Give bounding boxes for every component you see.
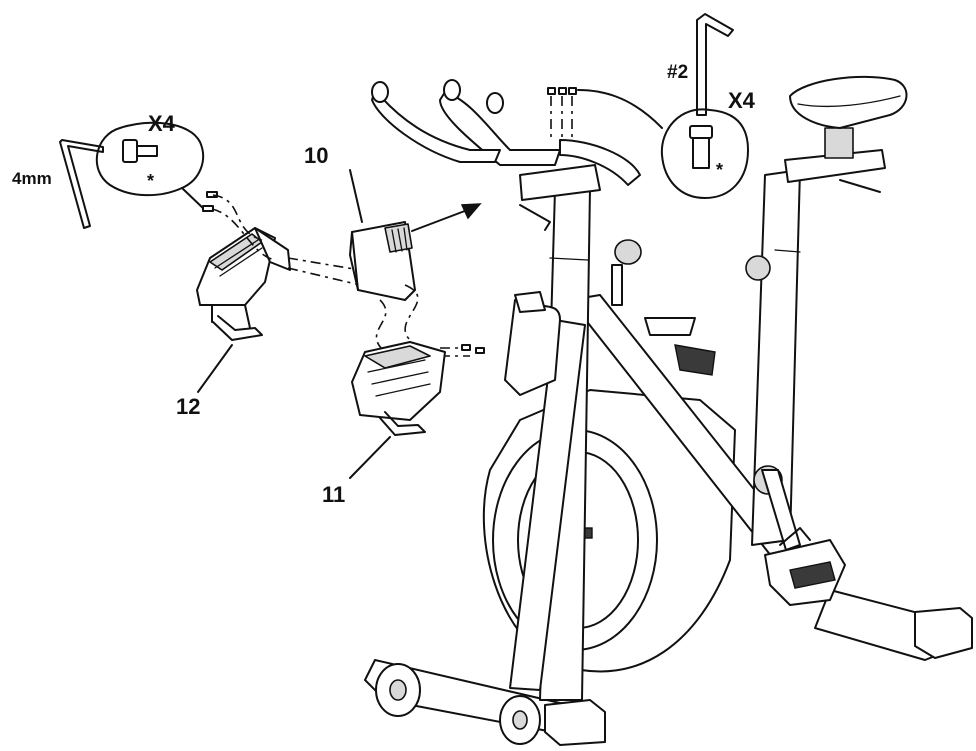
seat-post bbox=[824, 127, 854, 159]
leader-12 bbox=[197, 344, 233, 393]
part-11-cradle bbox=[351, 341, 446, 436]
front-post-ring bbox=[549, 257, 589, 261]
callout-pointer bbox=[181, 187, 206, 211]
bottle-holder bbox=[644, 317, 696, 336]
part-10-label: 10 bbox=[304, 143, 328, 168]
screw-icon bbox=[689, 125, 713, 169]
leader-10 bbox=[349, 169, 363, 223]
resistance-knob-icon bbox=[611, 239, 642, 306]
handlebar-lever bbox=[519, 204, 551, 231]
right-quantity-label: X4 bbox=[728, 88, 756, 113]
part-12-cradle bbox=[196, 227, 291, 341]
handlebar-outer bbox=[371, 89, 501, 163]
seat-lever bbox=[839, 179, 881, 193]
left-quantity-label: X4 bbox=[148, 111, 176, 136]
crank-arm bbox=[753, 465, 801, 551]
hex-key-icon bbox=[59, 139, 104, 229]
saddle-seam bbox=[797, 95, 901, 108]
leader-11 bbox=[349, 436, 391, 479]
part-11-label: 11 bbox=[322, 482, 345, 507]
handlebar-left bbox=[439, 91, 561, 166]
seat-knob-icon bbox=[745, 255, 771, 281]
seat-tube-ring bbox=[774, 249, 801, 253]
handlebar-end-cap bbox=[486, 92, 504, 114]
bracket-bolts-right bbox=[461, 344, 485, 354]
exercise-bike bbox=[364, 75, 973, 746]
left-asterisk-label: * bbox=[147, 171, 154, 191]
assembly-path-12a bbox=[212, 194, 263, 241]
part-12-label: 12 bbox=[176, 394, 200, 419]
part-10-bracket bbox=[349, 221, 416, 301]
rear-foot-cap bbox=[914, 607, 973, 659]
saddle bbox=[789, 75, 908, 129]
allen-key-icon bbox=[696, 13, 734, 116]
handlebar-end-cap bbox=[443, 79, 461, 101]
front-foot-cap bbox=[544, 699, 606, 746]
brake-block bbox=[674, 344, 716, 376]
transport-wheel-right bbox=[499, 695, 541, 745]
handlebar-screws bbox=[547, 87, 577, 140]
left-bolt-callout: 4mm X4 * bbox=[12, 111, 206, 229]
front-fork bbox=[509, 319, 586, 691]
assembly-path-12b bbox=[211, 208, 276, 261]
assembly-path-11b bbox=[375, 299, 387, 353]
tool-number-label: #2 bbox=[667, 62, 688, 83]
handlebar-right bbox=[559, 139, 641, 186]
bolt-icon bbox=[122, 139, 158, 163]
front-housing bbox=[504, 299, 561, 396]
right-asterisk-label: * bbox=[716, 160, 723, 180]
right-screw-callout: #2 X4 * bbox=[577, 13, 756, 199]
handlebar-end-cap bbox=[371, 81, 389, 103]
front-pedal bbox=[514, 291, 546, 313]
transport-wheel-left bbox=[375, 663, 421, 717]
callout-bubble bbox=[660, 108, 749, 199]
install-arrow bbox=[411, 203, 482, 232]
assembly-path-11a bbox=[404, 284, 419, 341]
pedal-icon bbox=[764, 527, 846, 606]
handlebar-stem bbox=[519, 164, 601, 201]
hex-key-size-label: 4mm bbox=[12, 169, 52, 188]
callout-pointer bbox=[577, 89, 663, 129]
